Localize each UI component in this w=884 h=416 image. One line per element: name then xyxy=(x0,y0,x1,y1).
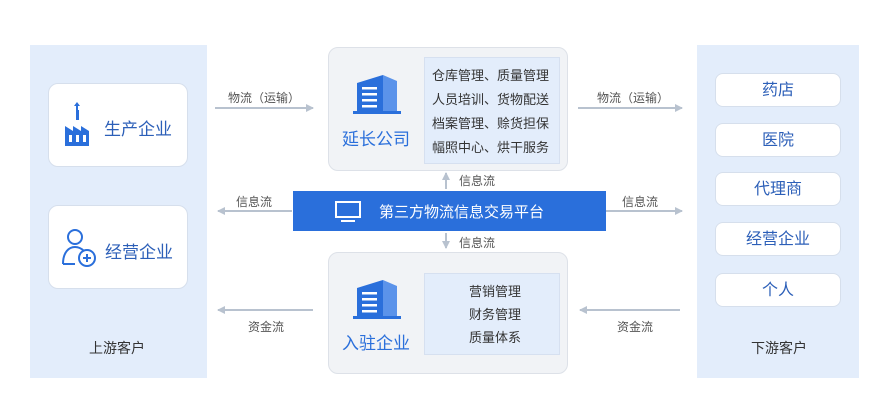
building-icon xyxy=(353,75,401,114)
upstream-card-distributor: 经营企业 xyxy=(48,205,188,289)
label-info-top: 信息流 xyxy=(459,174,496,188)
building-icon xyxy=(353,280,401,319)
resident-service-line: 营销管理 xyxy=(469,285,522,300)
yanchang-service-line: 仓库管理、质量管理 xyxy=(432,69,550,84)
yanchang-name: 延长公司 xyxy=(342,130,410,150)
downstream-title: 下游客户 xyxy=(751,341,807,357)
yanchang-service-line: 档案管理、赊货担保 xyxy=(432,117,550,132)
label-info-bottom: 信息流 xyxy=(459,236,496,250)
downstream-item-hospital: 医院 xyxy=(715,123,841,157)
label-info-right: 信息流 xyxy=(622,195,659,209)
resident-services: 营销管理 财务管理 质量体系 xyxy=(424,273,560,355)
upstream-label-distributor: 经营企业 xyxy=(105,243,173,263)
resident-block: 入驻企业 营销管理 财务管理 质量体系 xyxy=(328,252,568,374)
platform-name: 第三方物流信息交易平台 xyxy=(379,203,545,221)
label-info-left: 信息流 xyxy=(236,195,273,209)
label-funds-left: 资金流 xyxy=(248,320,285,334)
yanchang-services: 仓库管理、质量管理 人员培训、货物配送 档案管理、赊货担保 幅照中心、烘干服务 xyxy=(424,57,560,164)
yanchang-service-line: 人员培训、货物配送 xyxy=(432,93,550,108)
resident-service-line: 财务管理 xyxy=(469,308,522,323)
upstream-card-production: 生产企业 xyxy=(48,83,188,167)
yanchang-block: 延长公司 仓库管理、质量管理 人员培训、货物配送 档案管理、赊货担保 幅照中心、… xyxy=(328,47,568,171)
upstream-label-production: 生产企业 xyxy=(104,120,172,140)
resident-service-line: 质量体系 xyxy=(469,331,522,346)
downstream-item-distributor: 经营企业 xyxy=(715,222,841,256)
factory-icon xyxy=(65,102,89,146)
downstream-item-individual: 个人 xyxy=(715,273,841,307)
label-funds-right: 资金流 xyxy=(617,320,654,334)
upstream-title: 上游客户 xyxy=(89,341,145,357)
label-logistics-left: 物流（运输） xyxy=(228,91,301,105)
platform-bar: 第三方物流信息交易平台 xyxy=(293,191,606,231)
label-logistics-right: 物流（运输） xyxy=(597,91,670,105)
yanchang-service-line: 幅照中心、烘干服务 xyxy=(432,141,550,156)
downstream-item-agent: 代理商 xyxy=(715,172,841,206)
user-plus-icon xyxy=(62,229,96,267)
resident-name: 入驻企业 xyxy=(342,334,410,354)
downstream-panel: 药店 医院 代理商 经营企业 个人 下游客户 xyxy=(697,45,859,378)
downstream-item-pharmacy: 药店 xyxy=(715,73,841,107)
monitor-icon xyxy=(335,201,361,222)
